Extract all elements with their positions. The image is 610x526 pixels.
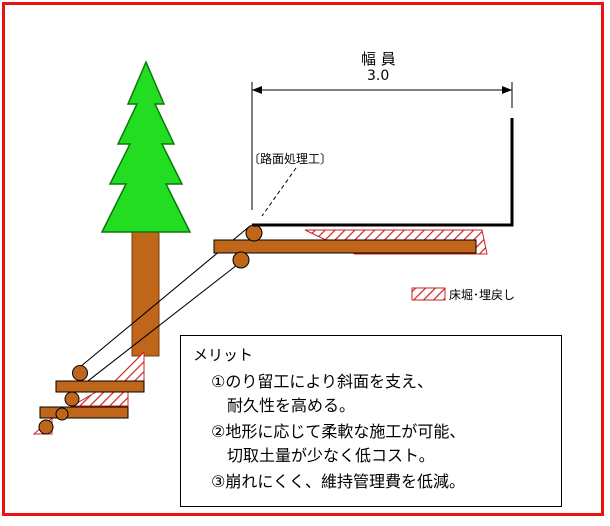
merit-line-3: ②地形に応じて柔軟な施工が可能、: [211, 422, 466, 441]
road-surface: [252, 118, 514, 227]
log-end-lower-1: [72, 365, 88, 381]
log-end-lower-4: [38, 419, 54, 435]
retaining-log-upper: [213, 239, 477, 254]
tree: [100, 60, 192, 357]
backfill-area-lower: [70, 391, 129, 407]
legend-label: 床堀･埋戻し: [449, 288, 516, 302]
callout-label: 〔路面処理工〕: [248, 152, 333, 166]
tree-foliage: [100, 60, 192, 233]
merit-line-2: 耐久性を高める。: [227, 396, 356, 415]
retaining-log-lower-1: [55, 380, 145, 393]
log-end-upper-2: [232, 251, 250, 269]
dimension-arrow-right: [502, 86, 512, 94]
backfill-area-middle: [110, 350, 145, 385]
merits-title: メリット: [193, 346, 254, 364]
log-end-upper-1: [245, 224, 263, 242]
retaining-log-lower-2: [39, 406, 129, 419]
legend-hatch-swatch: [411, 287, 446, 301]
width-title: 幅 員: [361, 50, 396, 68]
callout-leader: [261, 167, 297, 217]
log-end-lower-3: [55, 407, 69, 421]
merit-line-1: ①のり留工により斜面を支え、: [211, 372, 434, 391]
merit-line-5: ③崩れにくく、維持管理費を低減。: [211, 472, 466, 491]
tree-trunk: [131, 227, 160, 357]
dimension-arrow-left: [252, 86, 262, 94]
width-value: 3.0: [367, 68, 390, 84]
slope-line-lower: [65, 257, 247, 399]
merits-box: メリット ①のり留工により斜面を支え、 耐久性を高める。 ②地形に応じて柔軟な施…: [180, 335, 562, 507]
merit-line-4: 切取土量が少なく低コスト。: [227, 446, 435, 465]
log-end-lower-2: [64, 391, 80, 407]
